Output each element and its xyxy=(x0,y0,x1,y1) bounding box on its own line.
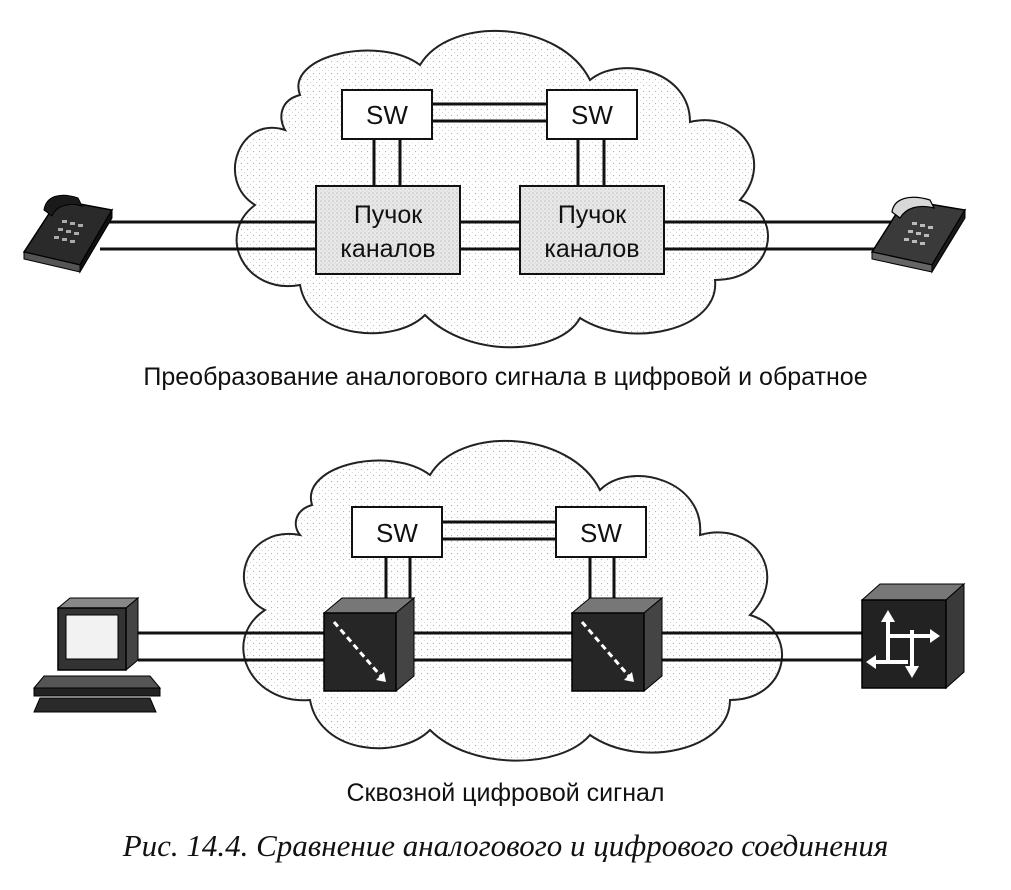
telephone-icon xyxy=(870,196,967,274)
bottom-network-cloud xyxy=(242,439,784,762)
top-bundle-right: Пучок каналов xyxy=(519,185,665,275)
top-caption: Преобразование аналогового сигнала в циф… xyxy=(143,363,868,391)
bottom-caption: Сквозной цифровой сигнал xyxy=(346,779,665,807)
top-bundle-left: Пучок каналов xyxy=(315,185,461,275)
bottom-switch-left: SW xyxy=(351,506,443,558)
bundle-label-line2: каналов xyxy=(340,235,435,263)
top-analog-lines xyxy=(100,102,895,251)
figure-caption: Рис. 14.4. Сравнение аналогового и цифро… xyxy=(122,828,889,863)
router-icon xyxy=(860,582,966,690)
top-switch-right: SW xyxy=(546,89,638,140)
bundle-label-line2: каналов xyxy=(544,235,639,263)
telephone-icon xyxy=(22,194,114,274)
bottom-digital-lines xyxy=(138,520,862,662)
digital-switch-icon xyxy=(322,596,416,693)
top-network-cloud xyxy=(234,29,769,349)
switch-label: SW xyxy=(580,518,622,548)
bundle-label-line1: Пучок xyxy=(354,201,423,229)
switch-label: SW xyxy=(366,100,408,130)
top-switch-left: SW xyxy=(341,89,433,140)
computer-icon xyxy=(32,596,162,713)
digital-switch-icon xyxy=(570,596,664,693)
switch-label: SW xyxy=(571,100,613,130)
bottom-switch-right: SW xyxy=(555,506,647,558)
switch-label: SW xyxy=(376,518,418,548)
bundle-label-line1: Пучок xyxy=(558,201,627,229)
